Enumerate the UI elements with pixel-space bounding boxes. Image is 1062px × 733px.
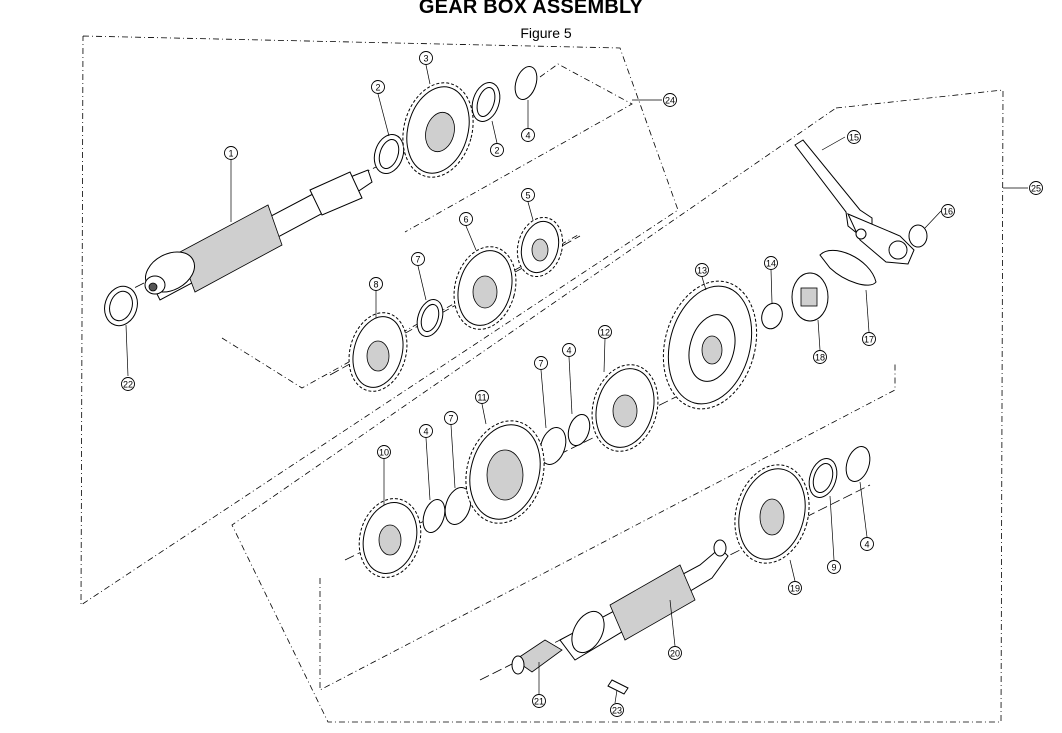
gear-part-19 [734, 464, 810, 564]
part-number-label: 7 [448, 414, 453, 424]
part-callout-11: 11 [475, 390, 489, 404]
washer [761, 302, 783, 330]
part-callout-4: 4 [419, 424, 433, 438]
part-number-label: 4 [566, 346, 571, 356]
part-number-label: 22 [123, 380, 133, 390]
part-callout-6: 6 [459, 212, 473, 226]
part-number-label: 23 [612, 706, 622, 716]
part-number-label: 14 [766, 259, 776, 269]
part-callout-20: 20 [668, 646, 682, 660]
circlip [422, 499, 446, 533]
gear-part-11 [465, 420, 545, 524]
part-number-label: 4 [864, 540, 869, 550]
pin [607, 679, 629, 695]
washer [444, 487, 472, 525]
part-number-label: 12 [600, 328, 610, 338]
gear-part-12 [591, 364, 659, 452]
part-callout-22: 22 [121, 377, 135, 391]
part-callout-1: 1 [224, 146, 238, 160]
washer [539, 427, 567, 465]
part-number-label: 15 [849, 133, 859, 143]
part-number-label: 3 [423, 54, 428, 64]
gear-part-3 [402, 82, 474, 178]
spring-clip [819, 250, 877, 286]
gear-part-10 [358, 498, 422, 578]
circlip [845, 446, 871, 482]
part-callout-17: 17 [862, 332, 876, 346]
group-boundary-25 [231, 89, 1004, 723]
part-number-label: 4 [525, 131, 530, 141]
gear-part-5 [516, 216, 564, 278]
part-number-label: 20 [670, 649, 680, 659]
part-number-label: 4 [423, 427, 428, 437]
part-callout-2: 2 [371, 80, 385, 94]
circlip [908, 224, 928, 248]
part-callout-4: 4 [562, 343, 576, 357]
part-callout-18: 18 [813, 350, 827, 364]
part-number-label: 7 [415, 255, 420, 265]
gear-part-13 [662, 280, 758, 410]
upper-gear-subgroup-outline [404, 63, 633, 233]
part-callout-7: 7 [411, 252, 425, 266]
part-callout-8: 8 [369, 277, 383, 291]
part-callout-12: 12 [598, 325, 612, 339]
part-callout-7: 7 [534, 356, 548, 370]
part-number-label: 11 [477, 393, 486, 403]
part-number-label: 2 [494, 146, 499, 156]
circlip [567, 413, 591, 447]
part-number-label: 18 [815, 353, 825, 363]
part-number-label: 10 [379, 448, 389, 458]
collar-part-18 [791, 272, 829, 322]
part-number-label: 5 [525, 191, 530, 201]
circlip [514, 66, 538, 100]
part-callout-24: 24 [663, 93, 677, 107]
part-callout-4: 4 [521, 128, 535, 142]
part-number-label: 7 [538, 359, 543, 369]
part-number-label: 21 [534, 697, 544, 707]
shift-lever [794, 139, 915, 265]
part-number-label: 16 [943, 207, 953, 217]
part-number-label: 24 [665, 96, 675, 106]
part-callout-15: 15 [847, 130, 861, 144]
part-callout-9: 9 [827, 560, 841, 574]
gear-part-8 [348, 312, 408, 392]
part-callout-14: 14 [764, 256, 778, 270]
countershaft [559, 539, 729, 661]
part-number-label: 9 [831, 563, 836, 573]
part-number-label: 19 [790, 584, 800, 594]
group-boundary-24 [80, 35, 679, 606]
part-number-label: 1 [228, 149, 233, 159]
part-callout-7: 7 [444, 411, 458, 425]
part-callout-10: 10 [377, 445, 391, 459]
part-callout-2: 2 [490, 143, 504, 157]
part-number-label: 13 [697, 266, 707, 276]
part-callout-25: 25 [1029, 181, 1043, 195]
part-number-label: 2 [375, 83, 380, 93]
part-number-label: 8 [373, 280, 378, 290]
part-number-label: 17 [864, 335, 874, 345]
figure-label: Figure 5 [520, 25, 572, 41]
countershaft-subgroup-outline [319, 362, 896, 691]
part-callout-19: 19 [788, 581, 802, 595]
diagram-title: GEAR BOX ASSEMBLY [418, 0, 644, 18]
part-callout-3: 3 [419, 51, 433, 65]
input-shaft [144, 169, 373, 301]
gear-part-6 [453, 246, 517, 330]
part-number-label: 25 [1031, 184, 1041, 194]
part-callout-5: 5 [521, 188, 535, 202]
part-callout-21: 21 [532, 694, 546, 708]
part-number-label: 6 [463, 215, 468, 225]
part-callout-4: 4 [860, 537, 874, 551]
worm-gear [511, 639, 563, 675]
part-callout-16: 16 [941, 204, 955, 218]
part-callout-23: 23 [610, 703, 624, 717]
part-callout-13: 13 [695, 263, 709, 277]
